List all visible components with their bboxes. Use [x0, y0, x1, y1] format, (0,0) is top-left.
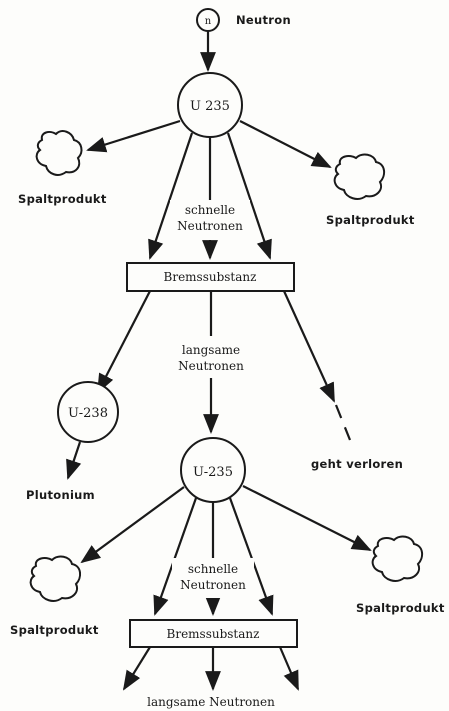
top-fast-neutrons-line1: schnelle [185, 203, 235, 217]
u238-label: U-238 [68, 406, 108, 421]
top-fast-neutrons-line2: Neutronen [177, 219, 243, 233]
bottom-right-fission-product-label: Spaltprodukt [356, 601, 445, 615]
top-u235-node: U 235 [177, 72, 243, 138]
bottom-left-fission-product-label: Spaltprodukt [10, 623, 99, 637]
top-left-fission-product-icon [35, 130, 83, 176]
edge-lost-dashed [334, 404, 352, 441]
top-fast-neutrons-label-bg [170, 200, 250, 240]
top-right-fission-product-label: Spaltprodukt [326, 213, 415, 227]
bottom-slow-neutrons-label: langsame Neutronen [147, 695, 275, 709]
neutron-symbol: n [205, 16, 212, 27]
top-moderator-label: Bremssubstanz [164, 270, 257, 284]
bottom-moderator-box: Bremssubstanz [129, 619, 298, 648]
lost-label: geht verloren [311, 457, 403, 471]
edge-bottom-fast-left [153, 497, 198, 616]
slow-neutrons-line2: Neutronen [178, 359, 244, 373]
edge-top-fast-right [226, 132, 272, 260]
edge-bottom-slow-left [122, 646, 151, 691]
plutonium-label: Plutonium [26, 488, 95, 502]
edge-bottom-slow-right [278, 646, 300, 691]
top-u235-label: U 235 [190, 99, 230, 114]
edge-bottom-u235-to-right-product [242, 485, 372, 551]
top-left-fission-product-label: Spaltprodukt [18, 192, 107, 206]
bottom-fast-neutrons-line2: Neutronen [180, 578, 246, 592]
bottom-moderator-label: Bremssubstanz [167, 627, 260, 641]
slow-neutrons-line1: langsame [182, 343, 240, 357]
edge-moderator-to-lost [282, 290, 336, 403]
top-moderator-rect [126, 262, 295, 292]
u238-circle [57, 381, 119, 443]
edge-top-u235-to-left-product [86, 119, 181, 153]
bottom-fast-neutrons-line1: schnelle [188, 562, 238, 576]
edge-moderator-to-u238 [97, 290, 151, 394]
edge-bottom-u235-to-left-product [80, 486, 185, 564]
bottom-right-fission-product-icon [371, 535, 424, 582]
bottom-left-fission-product-icon [29, 555, 82, 602]
bottom-fast-neutrons-label-bg [172, 558, 254, 598]
edge-top-u235-to-right-product [239, 120, 332, 168]
bottom-u235-label: U-235 [193, 465, 233, 480]
bottom-moderator-rect [129, 619, 298, 648]
neutron-node: n [196, 8, 220, 32]
edge-bottom-fast-right [228, 497, 274, 616]
neutron-label: Neutron [236, 13, 291, 27]
top-right-fission-product-icon [333, 153, 386, 200]
top-moderator-box: Bremssubstanz [126, 262, 295, 292]
edge-u238-to-plutonium [66, 441, 82, 480]
edge-top-fast-left [148, 132, 194, 260]
bottom-u235-node: U-235 [180, 437, 246, 503]
u238-node: U-238 [57, 381, 119, 443]
